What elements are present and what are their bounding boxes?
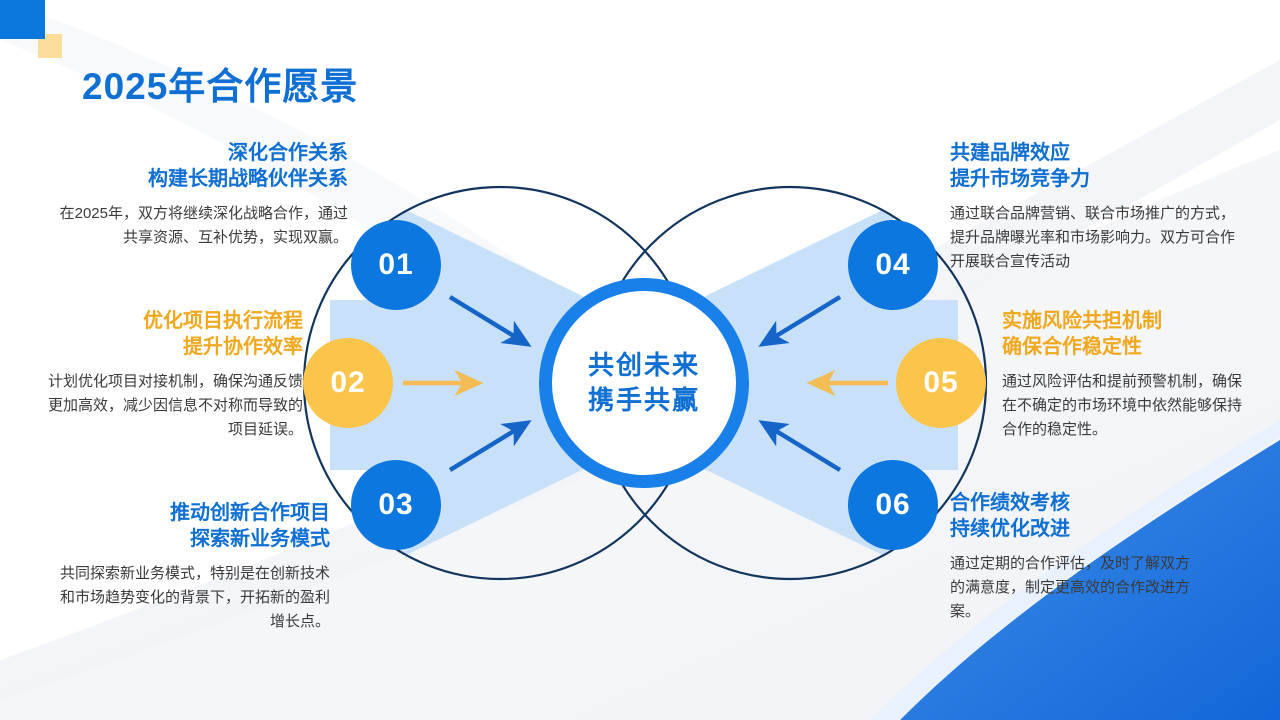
node-circle-05[interactable]: 05 — [896, 338, 986, 428]
center-line-1: 共创未来 — [587, 349, 700, 380]
item-block-01: 深化合作关系 构建长期战略伙伴关系 在2025年，双方将继续深化战略合作，通过共… — [48, 140, 348, 250]
node-number-01: 01 — [378, 248, 414, 281]
node-number-04: 04 — [875, 248, 911, 281]
item-body-01: 在2025年，双方将继续深化战略合作，通过共享资源、互补优势，实现双赢。 — [59, 204, 348, 247]
item-title-06: 合作绩效考核 持续优化改进 — [950, 492, 1070, 541]
item-body-03: 共同探索新业务模式，特别是在创新技术和市场趋势变化的背景下，开拓新的盈利增长点。 — [59, 564, 330, 631]
page-title: 2025年合作愿景 — [82, 66, 359, 107]
item-block-03: 推动创新合作项目 探索新业务模式 共同探索新业务模式，特别是在创新技术和市场趋势… — [48, 500, 330, 635]
center-line-2: 携手共赢 — [587, 385, 700, 415]
node-circle-06[interactable]: 06 — [848, 460, 938, 550]
node-circle-04[interactable]: 04 — [848, 220, 938, 310]
arrow-04-to-center — [758, 295, 842, 347]
arrow-03-to-center — [448, 420, 532, 472]
arrow-01-to-center — [448, 295, 532, 347]
node-circle-03[interactable]: 03 — [351, 460, 441, 550]
item-title-05: 实施风险共担机制 确保合作稳定性 — [1002, 310, 1162, 359]
item-block-04: 共建品牌效应 提升市场竞争力 通过联合品牌营销、联合市场推广的方式，提升品牌曝光… — [950, 140, 1240, 275]
item-block-06: 合作绩效考核 持续优化改进 通过定期的合作评估，及时了解双方的满意度，制定更高效… — [950, 490, 1200, 625]
node-number-05: 05 — [923, 366, 959, 399]
item-body-02: 计划优化项目对接机制，确保沟通反馈更加高效，减少因信息不对称而导致的项目延误。 — [47, 372, 303, 439]
item-body-05: 通过风险评估和提前预警机制，确保在不确定的市场环境中依然能够保持合作的稳定性。 — [1002, 372, 1243, 439]
item-title-03: 推动创新合作项目 探索新业务模式 — [170, 502, 330, 551]
center-circle: 共创未来 携手共赢 — [539, 278, 749, 488]
bg-blue-swoosh-edge — [870, 420, 1280, 720]
item-body-04: 通过联合品牌营销、联合市场推广的方式，提升品牌曝光率和市场影响力。双方可合作开展… — [950, 204, 1236, 271]
node-circle-02[interactable]: 02 — [303, 338, 393, 428]
node-number-06: 06 — [875, 488, 911, 521]
bg-blue-swoosh — [900, 440, 1280, 720]
node-number-03: 03 — [378, 488, 414, 521]
item-body-06: 通过定期的合作评估，及时了解双方的满意度，制定更高效的合作改进方案。 — [950, 554, 1191, 621]
item-block-02: 优化项目执行流程 提升协作效率 计划优化项目对接机制，确保沟通反馈更加高效，减少… — [38, 308, 303, 443]
node-circle-01[interactable]: 01 — [351, 220, 441, 310]
item-title-02: 优化项目执行流程 提升协作效率 — [143, 310, 303, 359]
node-number-02: 02 — [330, 366, 366, 399]
item-title-04: 共建品牌效应 提升市场竞争力 — [950, 142, 1090, 191]
arrow-06-to-center — [758, 420, 842, 472]
item-title-01: 深化合作关系 构建长期战略伙伴关系 — [148, 142, 348, 191]
item-block-05: 实施风险共担机制 确保合作稳定性 通过风险评估和提前预警机制，确保在不确定的市场… — [1002, 308, 1254, 443]
corner-accent-blue — [0, 0, 45, 39]
bg-ribbon-2 — [0, 60, 1280, 700]
